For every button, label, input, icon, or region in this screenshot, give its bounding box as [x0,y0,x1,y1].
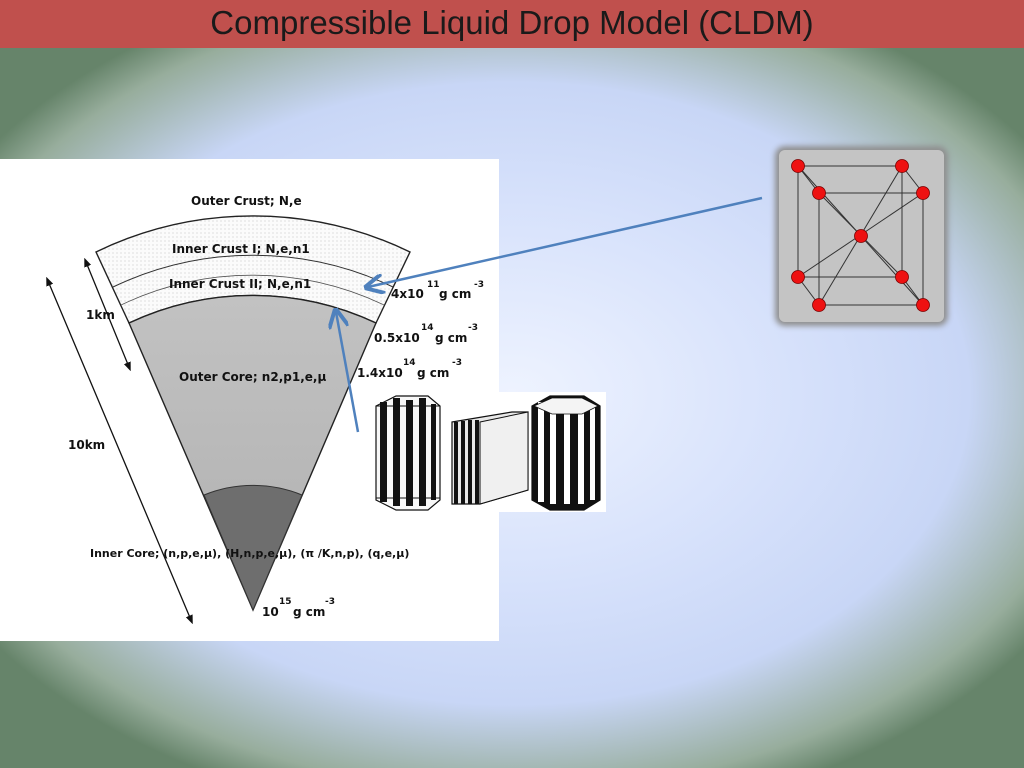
svg-text:0.5x10: 0.5x10 [374,331,420,345]
density-marker-4: 10 15 g cm -3 [262,597,335,619]
slide-title: Compressible Liquid Drop Model (CLDM) [210,4,814,41]
svg-text:14: 14 [421,323,434,333]
svg-text:-3: -3 [474,280,484,290]
inner-crust-divider [112,254,394,288]
svg-text:15: 15 [279,597,292,607]
density-marker-3: 1.4x10 14 g cm -3 [357,358,462,380]
inner-crust-ii-label: Inner Crust II; N,e,n1 [169,277,311,291]
nuclear-pasta-illustration [370,392,606,512]
svg-text:1.4x10: 1.4x10 [357,366,403,380]
svg-text:-3: -3 [452,358,462,368]
slab-phase-block [451,411,529,505]
inner-core-label: Inner Core; (n,p,e,μ), (H,n,p,e,μ), (π /… [90,547,409,560]
svg-text:14: 14 [403,358,416,368]
tube-phase-prism [531,395,601,511]
outer-crust-label: Outer Crust; N,e [191,194,302,208]
svg-text:-3: -3 [468,323,478,333]
svg-text:11: 11 [427,280,440,290]
svg-text:g cm: g cm [293,605,325,619]
density-marker-1: 4x10 11 g cm -3 [391,280,484,301]
density-marker-2: 0.5x10 14 g cm -3 [374,323,478,345]
svg-text:-3: -3 [325,597,335,607]
svg-text:10: 10 [262,605,279,619]
crust-thickness-label: 1km [86,308,115,322]
rod-phase-prism [375,395,441,511]
svg-text:g cm: g cm [439,287,471,301]
inner-core-region [203,484,303,612]
lattice-nodes [791,159,930,312]
bcc-lattice-diagram [791,159,930,312]
outer-core-label: Outer Core; n2,p1,e,μ [179,370,326,384]
inner-crust-i-label: Inner Crust I; N,e,n1 [172,242,310,256]
svg-text:4x10: 4x10 [391,287,424,301]
svg-text:g cm: g cm [417,366,449,380]
svg-text:g cm: g cm [435,331,467,345]
radius-label: 10km [68,438,105,452]
title-bar [0,0,1024,48]
scale-arrow-10km [46,276,193,625]
